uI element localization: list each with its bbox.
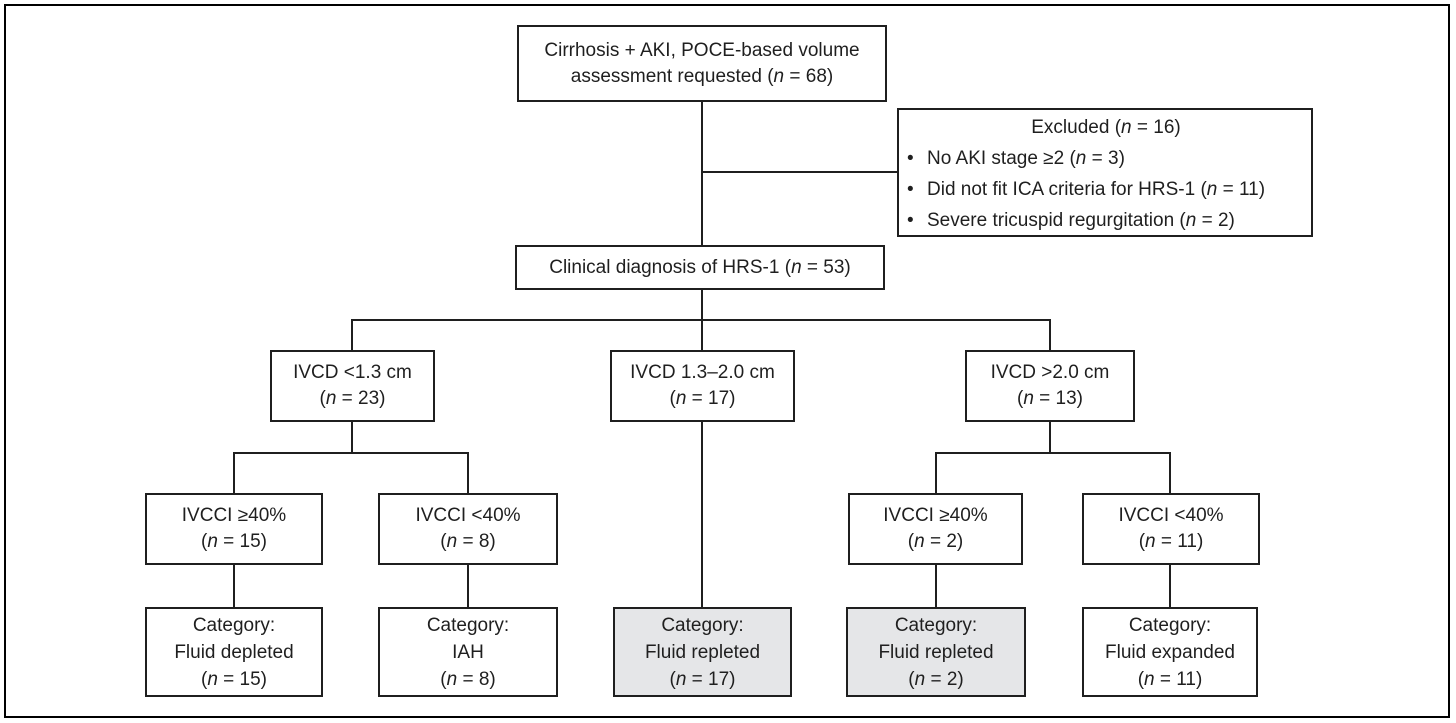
connector-to-ivcci-low-low <box>467 452 469 493</box>
connector-to-cat-iah <box>467 565 469 607</box>
connector-left-split <box>233 452 469 454</box>
connector-branch-mid <box>701 319 703 350</box>
connector-to-ivcci-high-high <box>935 452 937 493</box>
box-ivcd-high: IVCD >2.0 cm (n = 13) <box>965 350 1135 422</box>
box-ivcci-high-high-line-2: (n = 2) <box>907 531 964 552</box>
connector-diagnosis-down <box>701 290 703 321</box>
box-category-fluid-depleted-line-3: (n = 15) <box>200 668 268 690</box>
box-category-iah-line-1: Category: <box>426 614 510 636</box>
connector-to-cat-fluid-repleted-right <box>935 565 937 607</box>
bullet-icon: • <box>907 148 914 169</box>
box-ivcd-high-line-2: (n = 13) <box>1016 388 1084 409</box>
box-ivcci-low-high-line-2: (n = 15) <box>200 531 268 552</box>
box-ivcd-mid-line-1: IVCD 1.3–2.0 cm <box>630 362 775 383</box>
box-category-fluid-repleted-mid: Category: Fluid repleted (n = 17) <box>613 607 792 697</box>
box-category-fluid-expanded-line-2: Fluid expanded <box>1105 641 1235 663</box>
box-ivcci-high-high: IVCCI ≥40% (n = 2) <box>848 493 1023 565</box>
box-ivcci-low-low-line-1: IVCCI <40% <box>415 505 521 526</box>
box-category-fluid-repleted-mid-line-3: (n = 17) <box>669 668 736 690</box>
box-ivcci-low-low: IVCCI <40% (n = 8) <box>378 493 558 565</box>
box-hrs-diagnosis-line-1: Clinical diagnosis of HRS-1 (n = 53) <box>549 256 851 278</box>
box-excluded-title: Excluded (n = 16) <box>1031 117 1181 138</box>
box-ivcd-low-line-1: IVCD <1.3 cm <box>293 362 412 383</box>
box-category-iah-line-2: IAH <box>452 641 484 663</box>
box-category-iah: Category: IAH (n = 8) <box>378 607 558 697</box>
box-ivcci-low-low-line-2: (n = 8) <box>440 531 496 552</box>
box-excluded-bullet-2-text: Did not fit ICA criteria for HRS-1 (n = … <box>927 179 1266 200</box>
box-ivcd-high-line-1: IVCD >2.0 cm <box>990 362 1110 383</box>
connector-to-excluded <box>701 171 897 173</box>
box-category-fluid-expanded: Category: Fluid expanded (n = 11) <box>1082 607 1258 697</box>
box-excluded-bullet-2: • Did not fit ICA criteria for HRS-1 (n … <box>907 174 1305 205</box>
connector-ivcd-mid-to-category <box>701 422 703 607</box>
box-category-fluid-depleted: Category: Fluid depleted (n = 15) <box>145 607 323 697</box>
box-ivcci-high-high-line-1: IVCCI ≥40% <box>883 505 988 526</box>
connector-to-ivcci-high-low <box>1169 452 1171 493</box>
box-excluded-bullet-3: • Severe tricuspid regurgitation (n = 2) <box>907 205 1305 236</box>
box-ivcci-high-low-line-2: (n = 11) <box>1138 531 1204 552</box>
box-ivcci-high-low-line-1: IVCCI <40% <box>1118 505 1224 526</box>
connector-right-split <box>935 452 1171 454</box>
box-excluded-bullet-1: • No AKI stage ≥2 (n = 3) <box>907 143 1305 174</box>
box-ivcd-mid-line-2: (n = 17) <box>669 388 736 409</box>
box-ivcci-high-low: IVCCI <40% (n = 11) <box>1082 493 1260 565</box>
box-category-fluid-repleted-mid-line-2: Fluid repleted <box>644 641 761 663</box>
box-category-fluid-depleted-line-1: Category: <box>192 614 276 636</box>
box-ivcd-low-line-2: (n = 23) <box>319 388 386 409</box>
box-excluded-bullet-1-text: No AKI stage ≥2 (n = 3) <box>927 148 1125 169</box>
connector-ivcd-low-down <box>351 422 353 453</box>
box-excluded: Excluded (n = 16) • No AKI stage ≥2 (n =… <box>897 108 1313 237</box>
bullet-icon: • <box>907 179 914 200</box>
box-enrollment-line-1: Cirrhosis + AKI, POCE-based volume <box>544 39 860 61</box>
box-hrs-diagnosis: Clinical diagnosis of HRS-1 (n = 53) <box>515 245 885 290</box>
connector-branch-right <box>1049 319 1051 350</box>
box-enrollment-line-2: assessment requested (n = 68) <box>570 65 834 87</box>
connector-ivcd-high-down <box>1049 422 1051 453</box>
figure-border-frame <box>4 4 1450 718</box>
box-category-fluid-depleted-line-2: Fluid depleted <box>174 641 294 663</box>
connector-to-cat-fluid-depleted <box>233 565 235 607</box>
box-ivcd-mid: IVCD 1.3–2.0 cm (n = 17) <box>610 350 795 422</box>
box-category-fluid-repleted-right-line-2: Fluid repleted <box>878 641 994 663</box>
box-enrollment: Cirrhosis + AKI, POCE-based volume asses… <box>517 25 887 102</box>
box-excluded-bullet-3-text: Severe tricuspid regurgitation (n = 2) <box>927 210 1235 231</box>
box-ivcd-low: IVCD <1.3 cm (n = 23) <box>270 350 435 422</box>
connector-enrollment-to-diagnosis <box>701 102 703 245</box>
box-ivcci-low-high-line-1: IVCCI ≥40% <box>181 505 287 526</box>
connector-to-ivcci-low-high <box>233 452 235 493</box>
bullet-icon: • <box>907 210 914 231</box>
connector-to-cat-fluid-expanded <box>1169 565 1171 607</box>
box-category-fluid-expanded-line-3: (n = 11) <box>1137 668 1203 690</box>
box-category-fluid-repleted-right: Category: Fluid repleted (n = 2) <box>846 607 1026 697</box>
box-category-fluid-repleted-right-line-1: Category: <box>894 614 978 636</box>
connector-branch-left <box>351 319 353 350</box>
box-category-fluid-repleted-right-line-3: (n = 2) <box>908 668 964 690</box>
box-category-fluid-repleted-mid-line-1: Category: <box>661 614 744 636</box>
box-ivcci-low-high: IVCCI ≥40% (n = 15) <box>145 493 323 565</box>
box-category-fluid-expanded-line-1: Category: <box>1128 614 1212 636</box>
box-category-iah-line-3: (n = 8) <box>440 668 496 690</box>
